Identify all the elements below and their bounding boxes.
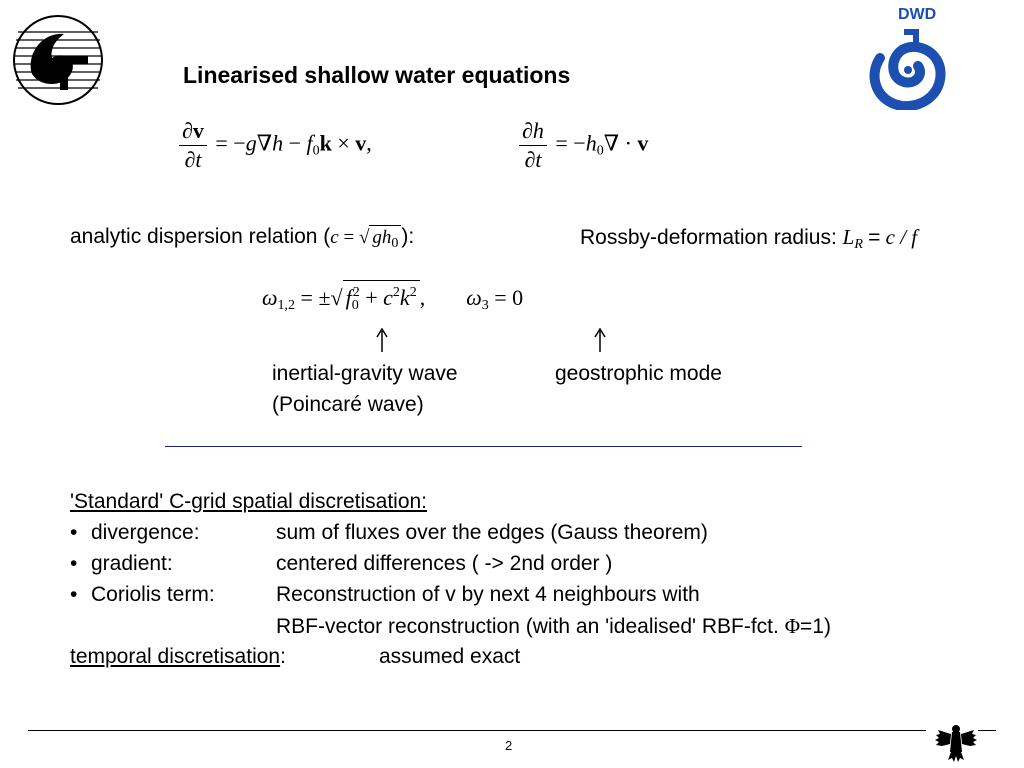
rossby-label: Rossby-deformation radius: xyxy=(580,226,837,249)
footer-divider xyxy=(978,730,996,731)
arrow-up-icon xyxy=(376,328,388,352)
phase-speed-formula: c = √gh0 xyxy=(330,225,402,251)
dwd-label: DWD xyxy=(898,6,937,23)
rossby-formula: LR = c / f xyxy=(842,225,918,252)
item-desc: centered differences ( -> 2nd order ) xyxy=(276,552,613,575)
section-divider xyxy=(165,446,802,447)
discretisation-heading: 'Standard' C-grid spatial discretisation… xyxy=(70,490,428,513)
rossby-radius-line: Rossby-deformation radius: LR = c / f xyxy=(580,225,917,253)
dwd-spiral-icon xyxy=(869,29,946,110)
list-item: • Coriolis term: Reconstruction of v by … xyxy=(70,583,700,606)
item-desc: sum of fluxes over the edges (Gauss theo… xyxy=(276,521,708,544)
geostrophic-label: geostrophic mode xyxy=(555,362,722,385)
federal-eagle-logo xyxy=(935,725,977,762)
dwd-logo: DWD xyxy=(864,6,948,110)
dispersion-label-close: ): xyxy=(401,225,415,248)
frequency-relation: ω1,2 = ±√f02 + c2k2, ω3 = 0 xyxy=(262,280,523,318)
institute-swirl-logo xyxy=(13,15,103,105)
poincare-label: (Poincaré wave) xyxy=(272,393,424,416)
slide-title: Linearised shallow water equations xyxy=(183,62,571,88)
item-term: divergence: xyxy=(91,521,200,544)
item-term: gradient: xyxy=(91,552,173,575)
item-desc: Reconstruction of v by next 4 neighbours… xyxy=(276,583,700,606)
continuity-equation: ∂h∂t = −h0∇ · v xyxy=(516,118,648,173)
footer-divider xyxy=(28,730,926,731)
list-item-continuation: RBF-vector reconstruction (with an 'idea… xyxy=(276,614,831,638)
list-item: • gradient: centered differences ( -> 2n… xyxy=(70,552,613,575)
dispersion-label: analytic dispersion relation ( xyxy=(70,225,331,248)
inertial-gravity-label: inertial-gravity wave xyxy=(272,362,458,385)
item-term: Coriolis term: xyxy=(91,583,215,606)
momentum-equation: ∂v∂t = −g∇h − f0k × v, xyxy=(176,118,372,173)
phi-symbol: Φ xyxy=(784,614,801,638)
temporal-value: assumed exact xyxy=(379,645,521,668)
temporal-discretisation-line: temporal discretisation: assumed exact xyxy=(70,645,521,668)
page-number: 2 xyxy=(505,738,513,753)
arrow-up-icon xyxy=(594,328,606,352)
list-item: • divergence: sum of fluxes over the edg… xyxy=(70,521,708,544)
temporal-label: temporal discretisation xyxy=(70,645,281,668)
dispersion-relation-line: analytic dispersion relation (c = √gh0): xyxy=(70,225,414,256)
